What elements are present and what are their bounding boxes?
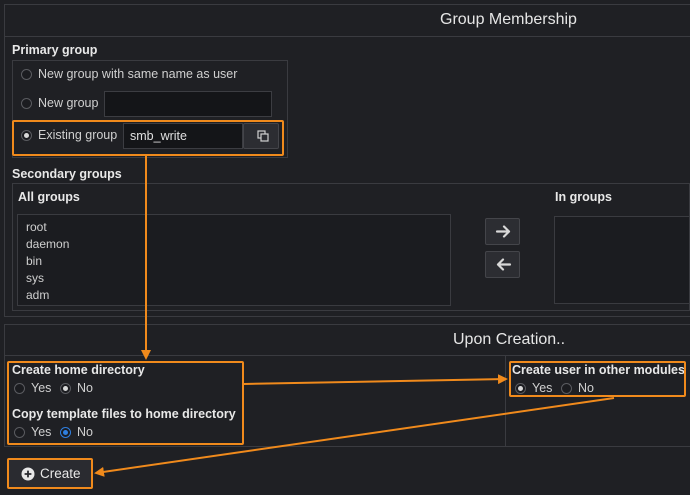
arrow-home-to-modules bbox=[243, 374, 508, 385]
existing-group-highlight bbox=[12, 120, 284, 156]
group-membership-title: Group Membership bbox=[440, 11, 577, 28]
remove-from-group-button[interactable] bbox=[485, 251, 520, 278]
copy-icon bbox=[257, 130, 269, 142]
in-groups-label: In groups bbox=[555, 190, 612, 204]
all-groups-label: All groups bbox=[18, 190, 80, 204]
other-modules-label: Create user in other modules bbox=[512, 363, 685, 377]
other-modules-yes-radio[interactable] bbox=[515, 383, 526, 394]
radio-existing-group-label: Existing group bbox=[38, 128, 118, 142]
list-item[interactable]: daemon bbox=[26, 237, 70, 251]
group-membership-top-border bbox=[4, 4, 690, 5]
primary-group-box bbox=[12, 60, 288, 158]
upon-creation-header-divider bbox=[4, 355, 690, 356]
upon-creation-left-border bbox=[4, 324, 5, 446]
group-membership-header-divider bbox=[4, 36, 690, 37]
group-membership-bottom-border bbox=[4, 316, 690, 317]
create-home-label: Create home directory bbox=[12, 363, 145, 377]
other-modules-yes-label: Yes bbox=[532, 381, 553, 395]
create-home-yes-radio[interactable] bbox=[14, 383, 25, 394]
create-home-no-radio[interactable] bbox=[60, 383, 71, 394]
other-modules-highlight bbox=[509, 361, 686, 397]
arrow-right-icon bbox=[495, 225, 511, 238]
home-directory-highlight bbox=[7, 361, 244, 445]
list-item[interactable]: root bbox=[26, 220, 47, 234]
upon-creation-top-border bbox=[4, 324, 690, 325]
all-groups-list[interactable]: root daemon bin sys adm bbox=[17, 214, 451, 306]
radio-new-group[interactable] bbox=[21, 98, 32, 109]
copy-template-yes-label: Yes bbox=[31, 425, 52, 439]
upon-creation-bottom-border bbox=[4, 446, 690, 447]
upon-creation-column-divider bbox=[505, 356, 506, 446]
list-item[interactable]: sys bbox=[26, 271, 44, 285]
group-chooser-button[interactable] bbox=[243, 123, 279, 149]
create-button[interactable]: Create bbox=[7, 458, 93, 489]
radio-existing-group[interactable] bbox=[21, 130, 32, 141]
group-membership-left-border bbox=[4, 4, 5, 316]
other-modules-no-label: No bbox=[578, 381, 594, 395]
list-item[interactable]: adm bbox=[26, 288, 50, 302]
secondary-groups-label: Secondary groups bbox=[12, 167, 122, 181]
create-home-no-label: No bbox=[77, 381, 93, 395]
radio-same-name-group[interactable] bbox=[21, 69, 32, 80]
create-home-yes-label: Yes bbox=[31, 381, 52, 395]
list-item[interactable]: bin bbox=[26, 254, 43, 268]
existing-group-input[interactable]: smb_write bbox=[123, 123, 243, 149]
primary-group-label: Primary group bbox=[12, 43, 98, 57]
plus-circle-icon bbox=[21, 467, 35, 481]
add-to-group-button[interactable] bbox=[485, 218, 520, 245]
radio-same-name-label: New group with same name as user bbox=[38, 67, 238, 81]
new-group-input[interactable] bbox=[104, 91, 272, 117]
create-button-label: Create bbox=[40, 466, 81, 481]
copy-template-no-label: No bbox=[77, 425, 93, 439]
copy-template-no-radio[interactable] bbox=[60, 427, 71, 438]
copy-template-yes-radio[interactable] bbox=[14, 427, 25, 438]
arrow-left-icon bbox=[496, 258, 512, 271]
in-groups-list[interactable] bbox=[554, 216, 690, 304]
other-modules-no-radio[interactable] bbox=[561, 383, 572, 394]
radio-new-group-label: New group bbox=[38, 96, 99, 110]
upon-creation-title: Upon Creation.. bbox=[453, 331, 566, 348]
